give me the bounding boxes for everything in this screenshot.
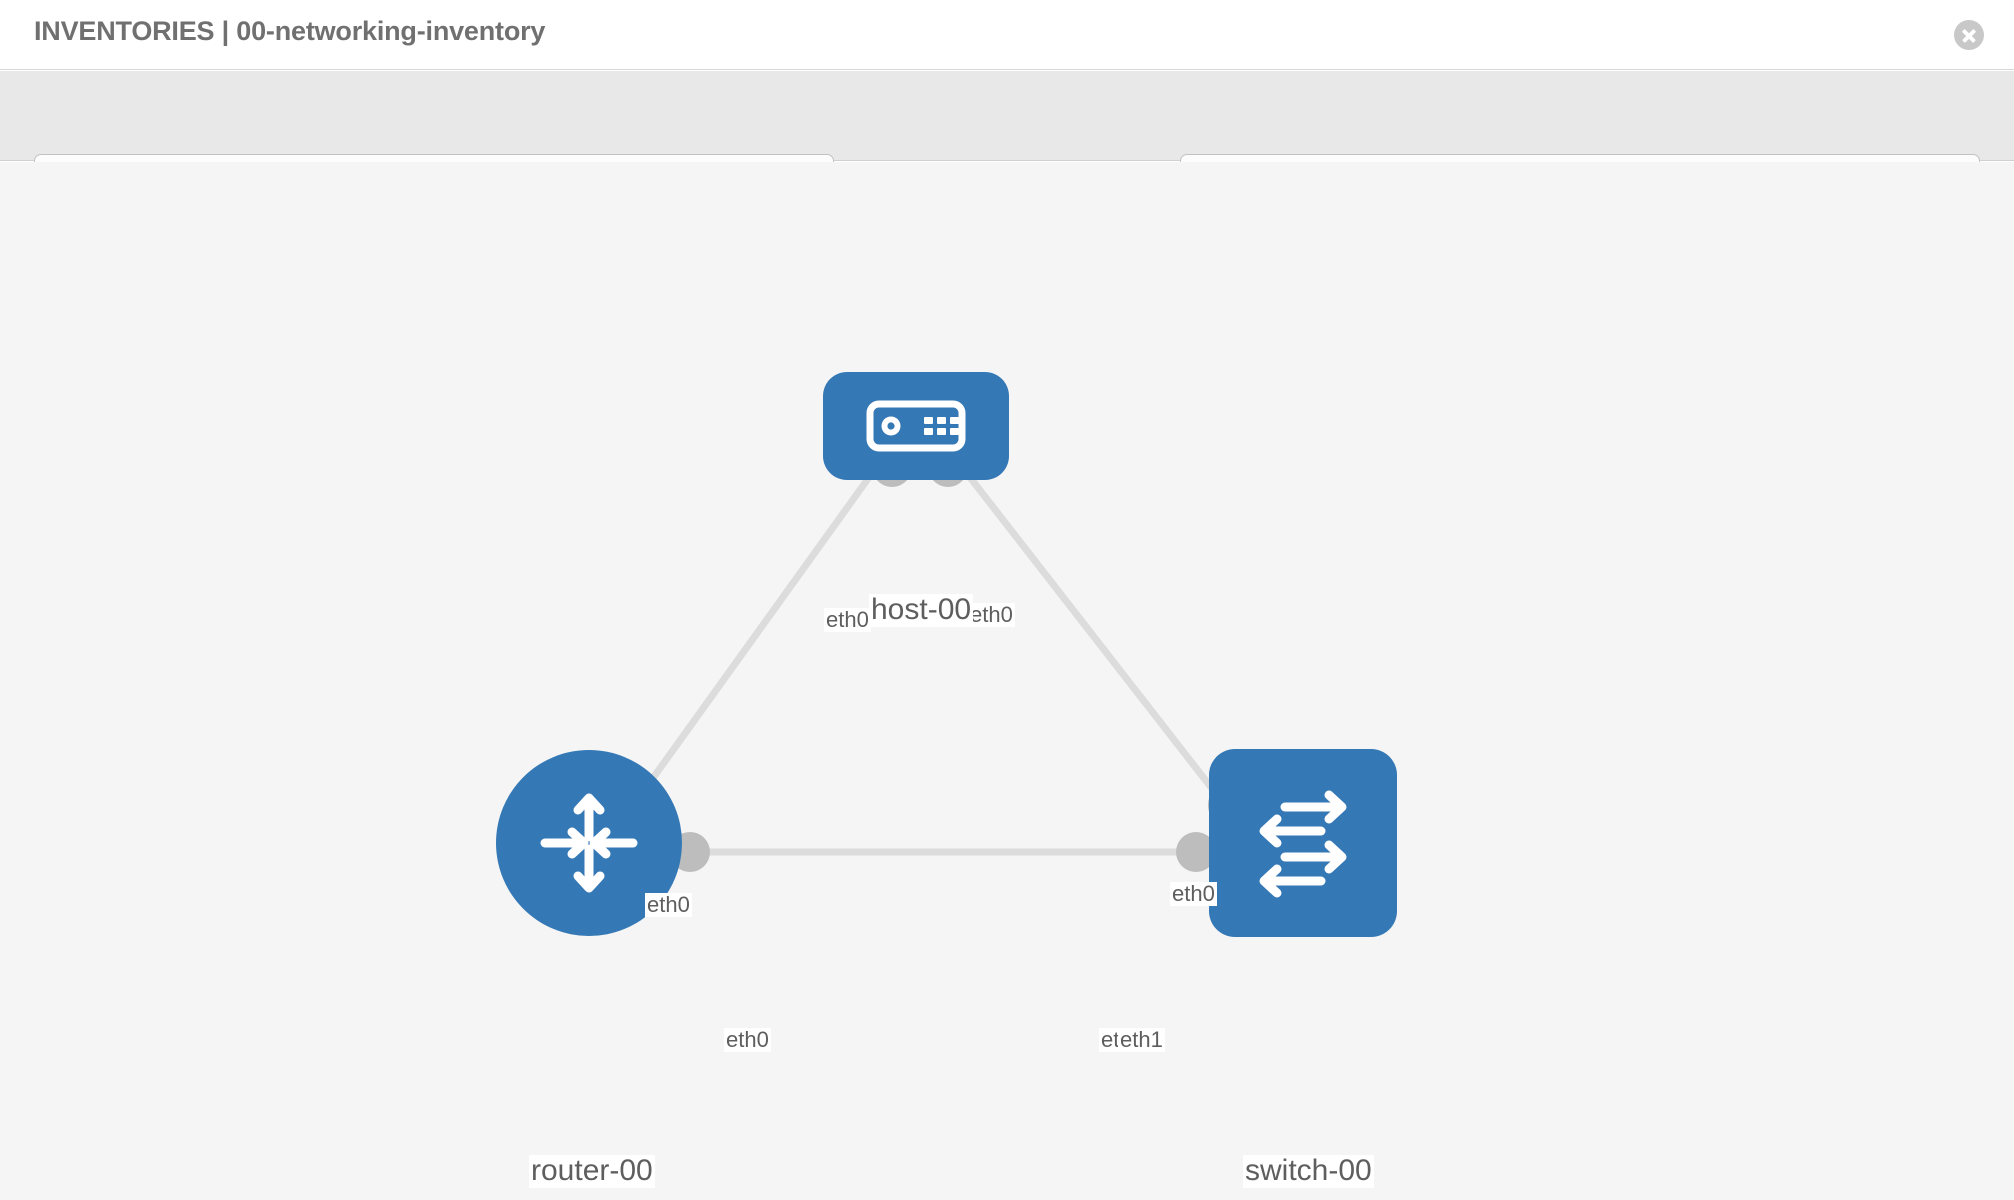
node-label-host-00: host-00 — [869, 593, 974, 627]
interface-label: eth0 — [724, 1027, 771, 1053]
node-switch-00-shape[interactable] — [1209, 749, 1397, 937]
interface-label: eth0 — [645, 892, 692, 918]
link-host00-router00[interactable] — [622, 459, 883, 820]
interface-label: eth1 — [1118, 1027, 1165, 1053]
interface-label: eth0 — [968, 602, 1015, 628]
node-switch-00[interactable] — [1209, 749, 1397, 937]
node-host-00[interactable] — [823, 372, 1009, 480]
topology-endpoints — [670, 447, 1256, 872]
topology-graph — [496, 372, 1397, 937]
link-host00-switch00[interactable] — [955, 459, 1241, 825]
node-label-switch-00: switch-00 — [1243, 1154, 1374, 1188]
topology-links — [622, 459, 1241, 856]
interface-label: eth0 — [1170, 881, 1217, 907]
page-header: INVENTORIES | 00-networking-inventory — [0, 0, 2014, 70]
node-router-00-shape[interactable] — [496, 750, 682, 936]
interface-label: eth0 — [824, 607, 871, 633]
node-router-00[interactable] — [496, 750, 682, 936]
topology-canvas[interactable]: eth0 eth0 eth0 eth0 eth0 eth0 eth1 host-… — [0, 162, 2014, 1200]
node-label-router-00: router-00 — [529, 1154, 655, 1188]
page-title: INVENTORIES | 00-networking-inventory — [34, 16, 546, 46]
endpoint-switch00-left[interactable] — [1176, 832, 1216, 872]
node-host-00-shape[interactable] — [823, 372, 1009, 480]
toolbar: ACTIONS SEARCH — [0, 71, 2014, 206]
close-icon[interactable] — [1954, 20, 1984, 50]
